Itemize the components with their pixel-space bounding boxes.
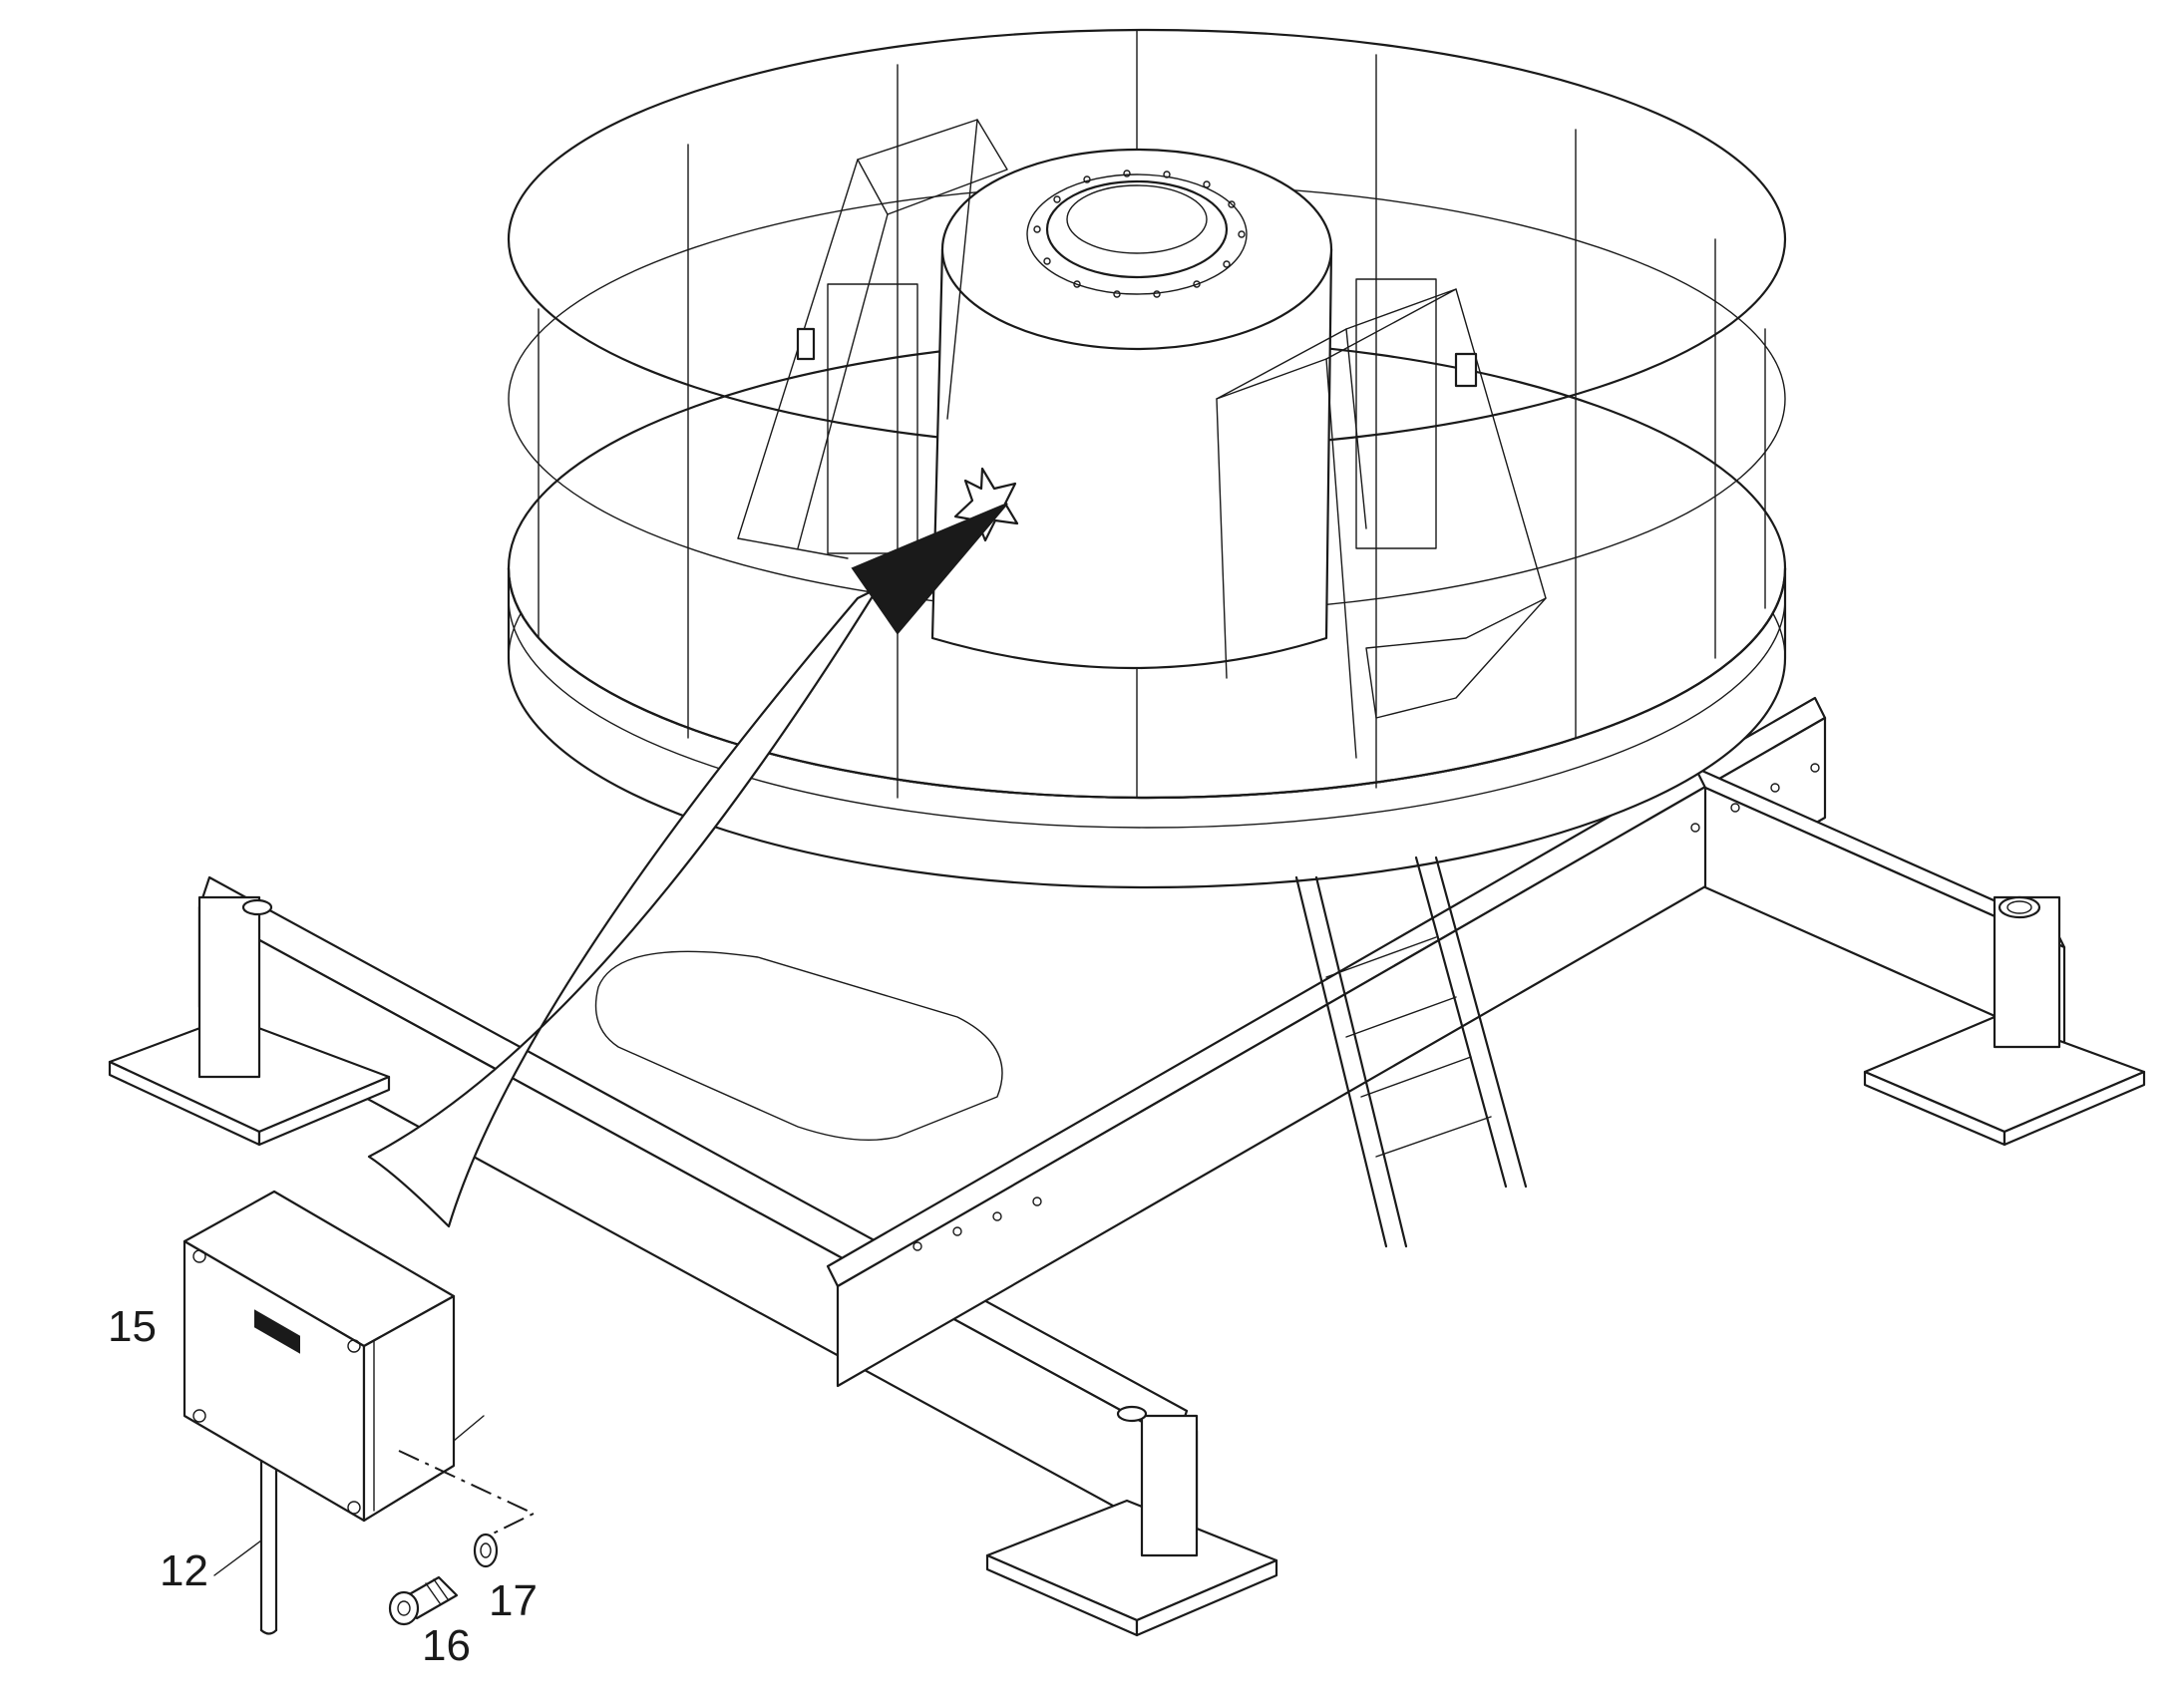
tower-section [930, 148, 1333, 670]
access-ladder [1294, 855, 1528, 1248]
cable [259, 1459, 278, 1635]
beam-bolt-holes [912, 763, 1820, 1251]
screw [388, 1575, 459, 1626]
callout-15: 15 [108, 1302, 157, 1351]
junction-box-logo [254, 1309, 300, 1354]
callout-labels: 15 12 16 17 [108, 1302, 538, 1670]
work-cage-right [1216, 278, 1547, 759]
washer [473, 1533, 499, 1568]
base-frame [197, 696, 2066, 1542]
callout-12: 12 [160, 1546, 208, 1595]
mounting-position-star [953, 467, 1019, 542]
work-cage-left [737, 119, 1008, 559]
foot-pad-right [1863, 895, 2146, 1147]
foot-pad-left [108, 895, 391, 1147]
foot-pad-front [985, 1405, 1278, 1637]
junction-box[interactable] [182, 1190, 456, 1523]
pointer-arrow [367, 503, 1008, 1228]
flange-bolt-circle [1033, 170, 1246, 298]
callout-17: 17 [489, 1576, 538, 1625]
mounting-dash-line [398, 1415, 537, 1541]
callout-16: 16 [422, 1621, 471, 1670]
